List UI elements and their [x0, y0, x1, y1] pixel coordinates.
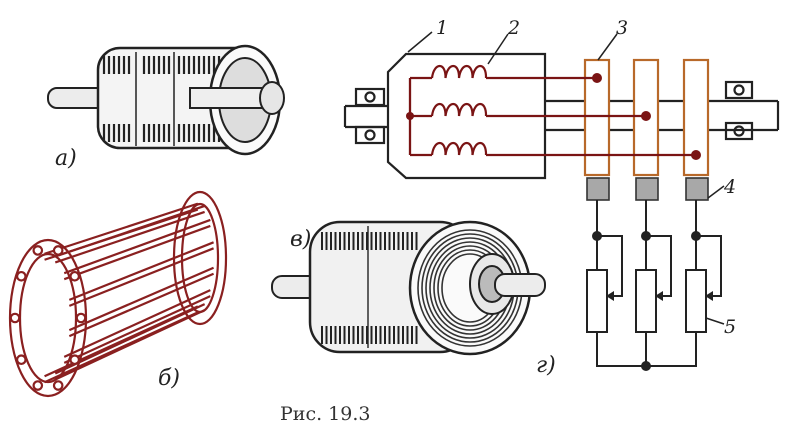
- rotor-windings: [430, 64, 488, 156]
- callout-5: 5: [724, 316, 736, 338]
- figure-caption: Рис. 19.3: [280, 403, 370, 425]
- panel-label-v: в): [290, 227, 311, 252]
- brushes: [586, 177, 709, 201]
- rheostat-arrows: [592, 231, 713, 371]
- panel-label-a: а): [55, 146, 77, 171]
- rotor-drum-icon: [47, 44, 285, 156]
- rotor-housing: [386, 52, 547, 180]
- callout-3: 3: [616, 17, 628, 39]
- lead-joints: [406, 73, 701, 160]
- squirrel-cage-icon: [8, 190, 228, 398]
- callout-1: 1: [436, 17, 448, 39]
- callout-2: 2: [507, 17, 520, 39]
- rheostat-circuit: [586, 200, 722, 367]
- panel-label-g: г): [536, 353, 556, 378]
- wound-rotor-icon: [271, 220, 546, 356]
- callout-4: 4: [723, 176, 736, 198]
- leader-lines: [407, 31, 725, 325]
- schematic: [343, 31, 780, 371]
- panel-label-b: б): [158, 366, 180, 391]
